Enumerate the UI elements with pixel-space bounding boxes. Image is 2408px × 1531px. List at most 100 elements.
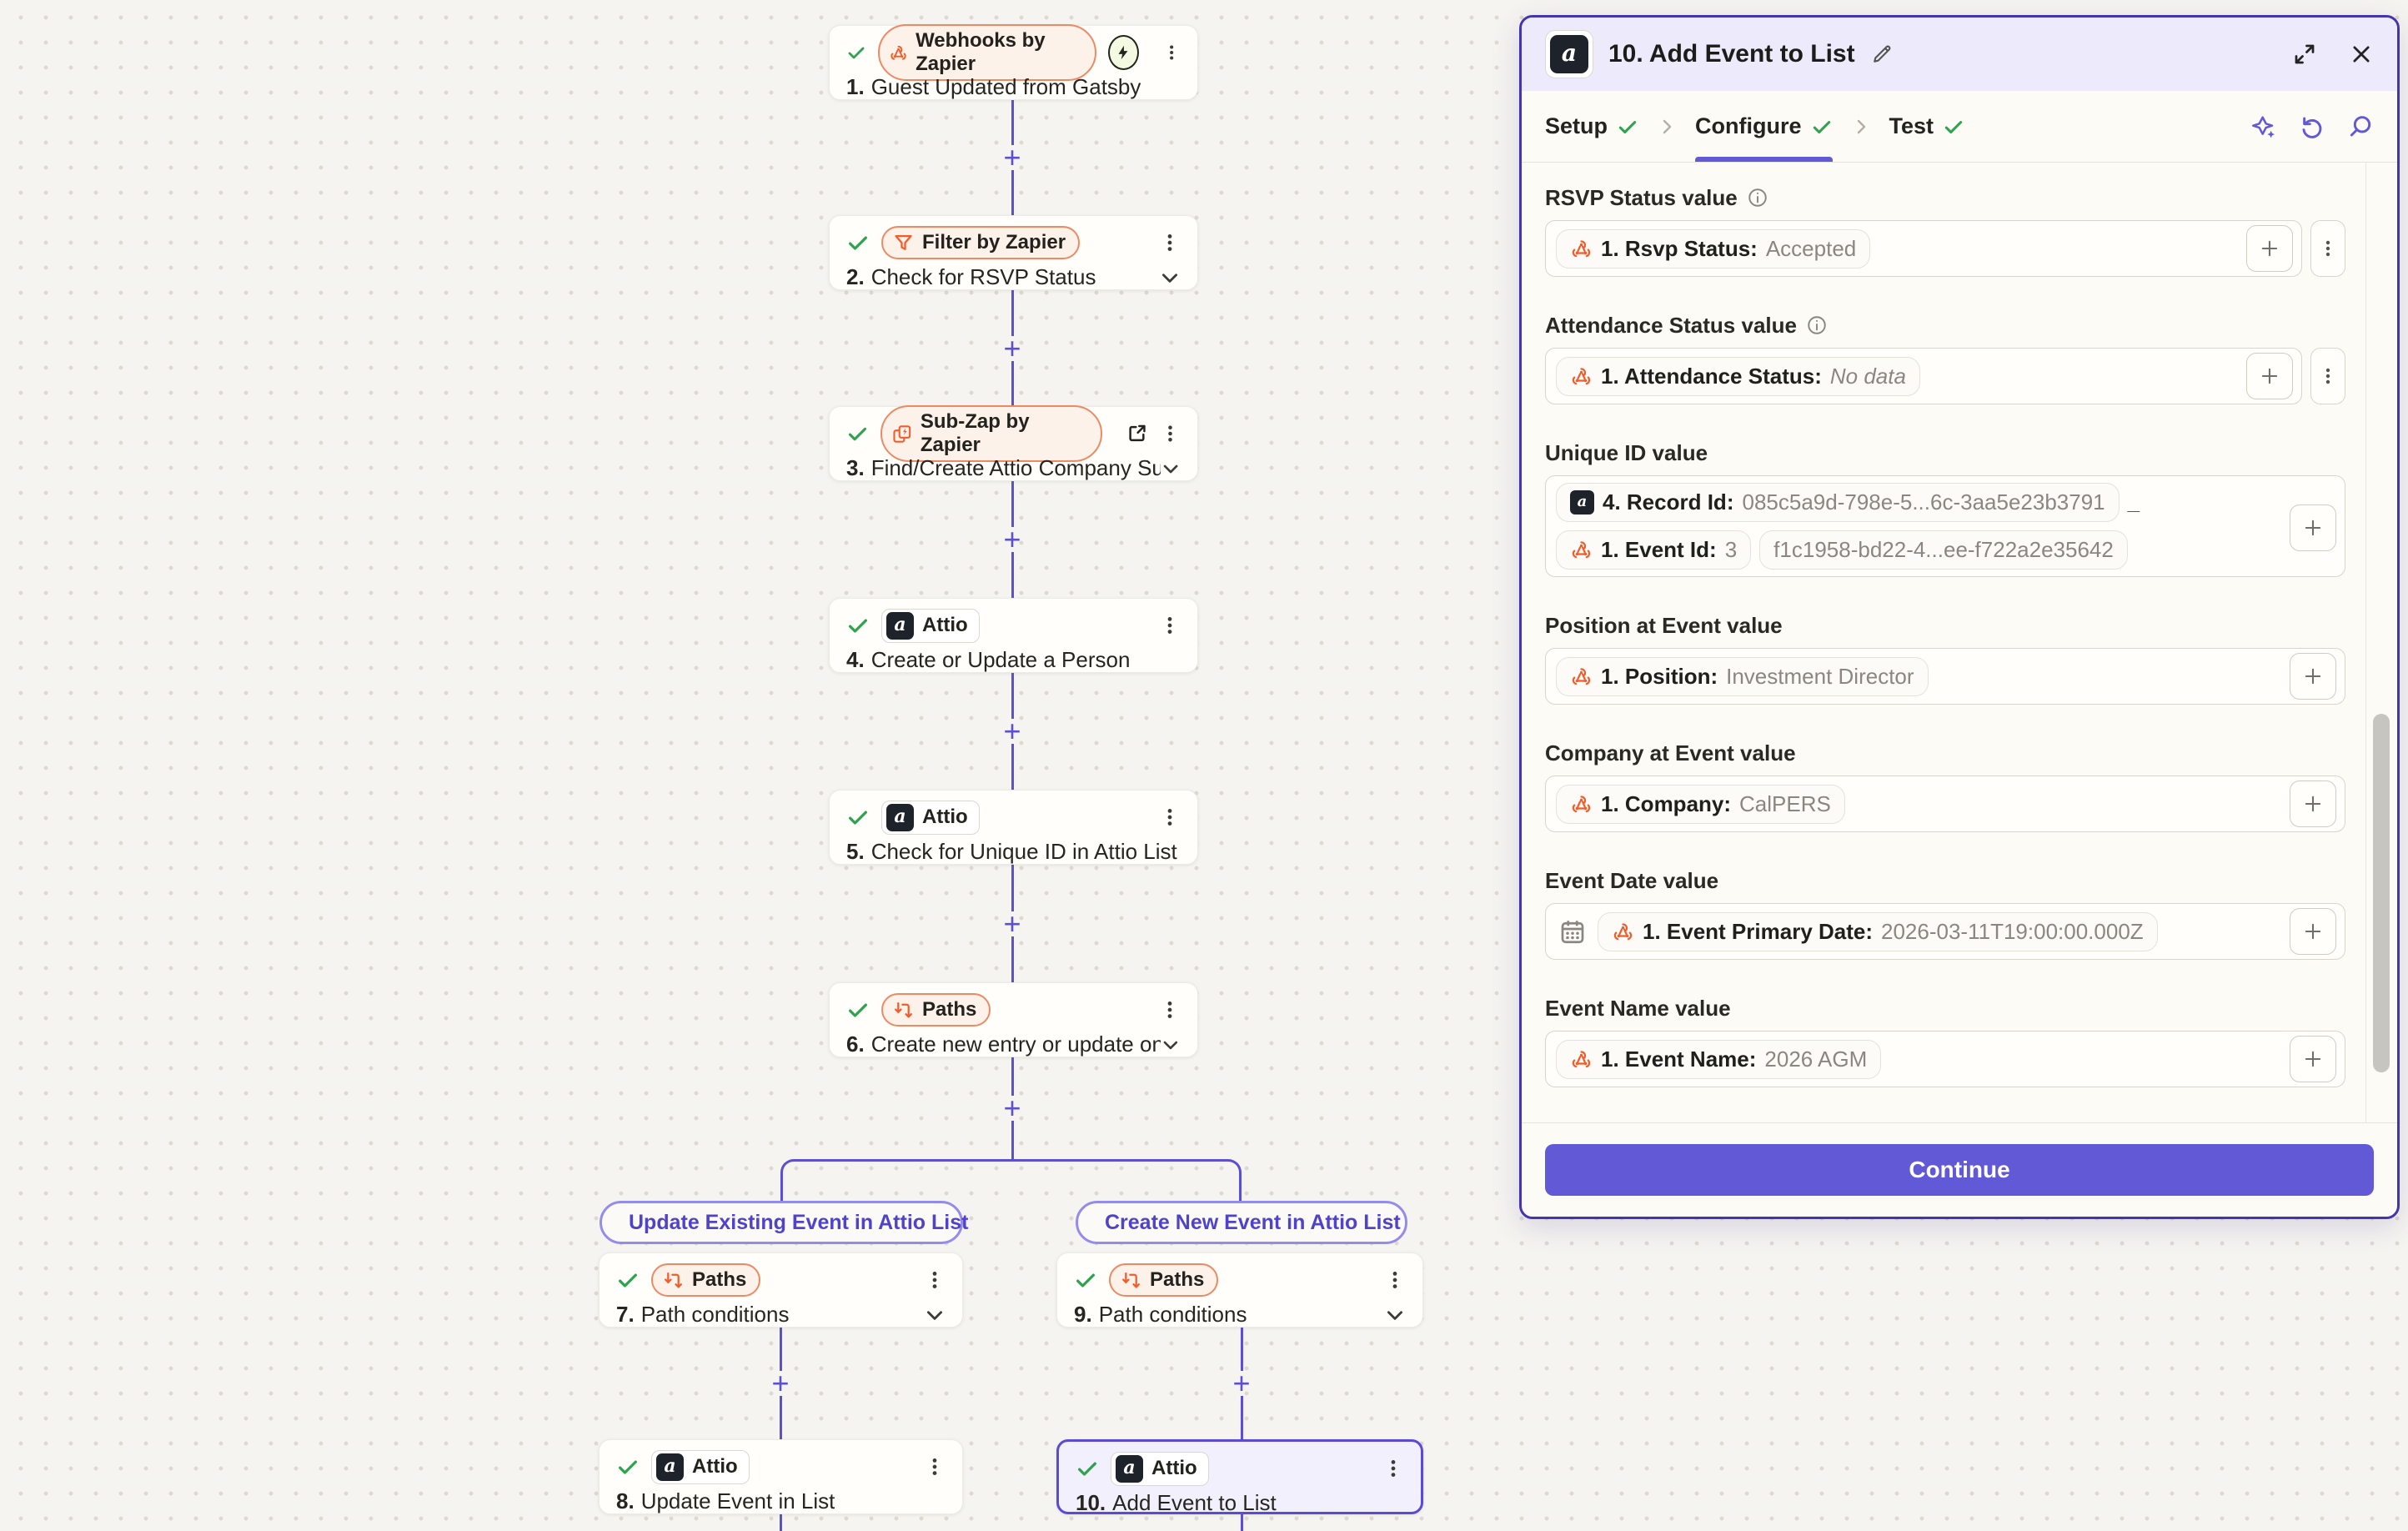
mapped-field-token[interactable]: 1. Rsvp Status: Accepted <box>1556 228 1871 269</box>
add-step-button[interactable]: + <box>1003 140 1021 174</box>
external-link-icon[interactable] <box>1126 422 1148 445</box>
insert-data-button[interactable] <box>2246 225 2293 272</box>
app-pill-attio[interactable]: a Attio <box>881 608 980 643</box>
paths-icon <box>662 1269 685 1292</box>
step-card-10-selected[interactable]: a Attio 10. Add Event to List <box>1056 1439 1423 1515</box>
tab-setup[interactable]: Setup <box>1545 91 1638 162</box>
chevron-down-icon[interactable] <box>1159 267 1181 289</box>
branch-label-left[interactable]: Update Existing Event in Attio List <box>599 1201 968 1244</box>
field-input[interactable]: 1. Event Name: 2026 AGM <box>1545 1031 2345 1087</box>
tab-test[interactable]: Test <box>1889 91 1965 162</box>
insert-data-button[interactable] <box>2246 353 2293 399</box>
flow-connector: + <box>994 865 1031 982</box>
app-pill-attio[interactable]: a Attio <box>881 800 980 835</box>
add-step-button[interactable]: + <box>1003 522 1021 556</box>
chevron-right-icon <box>1851 117 1871 137</box>
add-step-button[interactable]: + <box>1003 1091 1021 1125</box>
field-input[interactable]: 1. Rsvp Status: Accepted <box>1545 220 2302 277</box>
token-value: 2026 AGM <box>1764 1046 1868 1072</box>
info-icon[interactable] <box>1806 314 1828 336</box>
add-step-button[interactable]: + <box>1003 906 1021 941</box>
tab-configure[interactable]: Configure <box>1695 91 1833 162</box>
undo-icon[interactable] <box>2299 113 2325 140</box>
scrollbar-thumb[interactable] <box>2373 714 2390 1072</box>
step-card-1[interactable]: Webhooks by Zapier 1. Guest Updated from… <box>829 24 1198 100</box>
mapped-field-token[interactable]: 1. Company: CalPERS <box>1556 784 1845 824</box>
tab-check-icon <box>1811 116 1833 138</box>
step-menu-button[interactable] <box>1382 1458 1404 1479</box>
field-input[interactable]: 1. Position: Investment Director <box>1545 648 2345 705</box>
branch-label-right[interactable]: Create New Event in Attio List <box>1076 1201 1407 1244</box>
field-input[interactable]: a 4. Record Id: 085c5a9d-798e-5...6c-3aa… <box>1545 475 2345 577</box>
step-menu-button[interactable] <box>1159 232 1181 253</box>
field-menu-button[interactable] <box>2310 348 2345 404</box>
insert-data-button[interactable] <box>2290 653 2336 700</box>
chevron-down-icon[interactable] <box>1161 1034 1181 1056</box>
info-icon[interactable] <box>1747 187 1768 208</box>
step-card-6[interactable]: Paths 6. Create new entry or update one? <box>829 982 1198 1057</box>
search-icon[interactable] <box>2347 113 2374 140</box>
field-input[interactable]: 1. Company: CalPERS <box>1545 776 2345 832</box>
step-card-4[interactable]: a Attio 4. Create or Update a Person <box>829 598 1198 673</box>
app-pill-subzap[interactable]: Sub-Zap by Zapier <box>880 405 1103 462</box>
step-menu-button[interactable] <box>924 1456 946 1478</box>
tab-label: Setup <box>1545 113 1608 138</box>
step-card-9[interactable]: Paths 9. Path conditions <box>1056 1252 1423 1328</box>
mapped-field-token[interactable]: 1. Event Primary Date: 2026-03-11T19:00:… <box>1598 911 2158 951</box>
step-number: 7. <box>616 1302 635 1327</box>
attio-icon: a <box>656 1453 684 1481</box>
app-pill-webhooks[interactable]: Webhooks by Zapier <box>878 24 1097 81</box>
webhook-icon <box>1612 921 1634 943</box>
step-menu-button[interactable] <box>924 1269 946 1291</box>
app-pill-paths[interactable]: Paths <box>1109 1263 1219 1297</box>
add-step-button[interactable]: + <box>771 1366 790 1400</box>
mapped-field-token-overflow[interactable]: f1c1958-bd22-4...ee-f722a2e35642 <box>1759 530 2128 570</box>
insert-data-button[interactable] <box>2290 504 2336 551</box>
step-menu-button[interactable] <box>1159 806 1181 828</box>
field-menu-button[interactable] <box>2310 220 2345 277</box>
app-pill-attio[interactable]: a Attio <box>651 1449 750 1484</box>
app-pill-paths[interactable]: Paths <box>881 993 991 1027</box>
chevron-down-icon[interactable] <box>924 1304 946 1326</box>
ai-sparkle-icon[interactable] <box>2250 113 2277 140</box>
calendar-icon[interactable] <box>1558 916 1588 946</box>
field-input[interactable]: 1. Attendance Status: No data <box>1545 348 2302 404</box>
step-title: Guest Updated from Gatsby <box>870 74 1141 99</box>
step-card-7[interactable]: Paths 7. Path conditions <box>599 1252 963 1328</box>
insert-data-button[interactable] <box>2290 908 2336 955</box>
mapped-field-token[interactable]: 1. Event Name: 2026 AGM <box>1556 1039 1882 1079</box>
step-menu-button[interactable] <box>1159 999 1181 1021</box>
step-card-2[interactable]: Filter by Zapier 2. Check for RSVP Statu… <box>829 215 1198 290</box>
app-pill-paths[interactable]: Paths <box>651 1263 761 1297</box>
flow-connector: + <box>994 673 1031 790</box>
app-pill-filter[interactable]: Filter by Zapier <box>881 226 1081 259</box>
mapped-field-token[interactable]: 1. Event Id: 3 <box>1556 530 1752 570</box>
step-menu-button[interactable] <box>1162 42 1181 63</box>
webhook-icon <box>1570 238 1593 260</box>
field-event-name: Event Name value 1. Event Name: 2026 AGM <box>1545 996 2345 1087</box>
close-icon[interactable] <box>2349 42 2374 67</box>
webhook-icon <box>1570 793 1593 816</box>
app-pill-attio[interactable]: a Attio <box>1111 1451 1209 1486</box>
insert-data-button[interactable] <box>2290 1036 2336 1082</box>
branch-split-connector <box>780 1159 1242 1201</box>
add-step-button[interactable]: + <box>1003 714 1021 748</box>
mapped-field-token[interactable]: 1. Position: Investment Director <box>1556 656 1929 696</box>
mapped-field-token[interactable]: a 4. Record Id: 085c5a9d-798e-5...6c-3aa… <box>1556 483 2120 522</box>
step-card-5[interactable]: a Attio 5. Check for Unique ID in Attio … <box>829 790 1198 865</box>
step-menu-button[interactable] <box>1384 1269 1406 1291</box>
add-step-button[interactable]: + <box>1232 1366 1251 1400</box>
continue-button[interactable]: Continue <box>1545 1144 2374 1196</box>
expand-icon[interactable] <box>2292 42 2317 67</box>
field-input[interactable]: 1. Event Primary Date: 2026-03-11T19:00:… <box>1545 903 2345 960</box>
step-card-3[interactable]: Sub-Zap by Zapier 3. Find/Create Attio C… <box>829 405 1198 481</box>
add-step-button[interactable]: + <box>1003 330 1021 365</box>
insert-data-button[interactable] <box>2290 781 2336 827</box>
edit-title-icon[interactable] <box>1870 43 1894 66</box>
step-menu-button[interactable] <box>1159 615 1181 636</box>
step-menu-button[interactable] <box>1160 423 1181 444</box>
step-card-8[interactable]: a Attio 8. Update Event in List <box>599 1439 963 1514</box>
chevron-down-icon[interactable] <box>1384 1304 1406 1326</box>
mapped-field-token[interactable]: 1. Attendance Status: No data <box>1556 356 1920 396</box>
chevron-down-icon[interactable] <box>1161 458 1181 479</box>
